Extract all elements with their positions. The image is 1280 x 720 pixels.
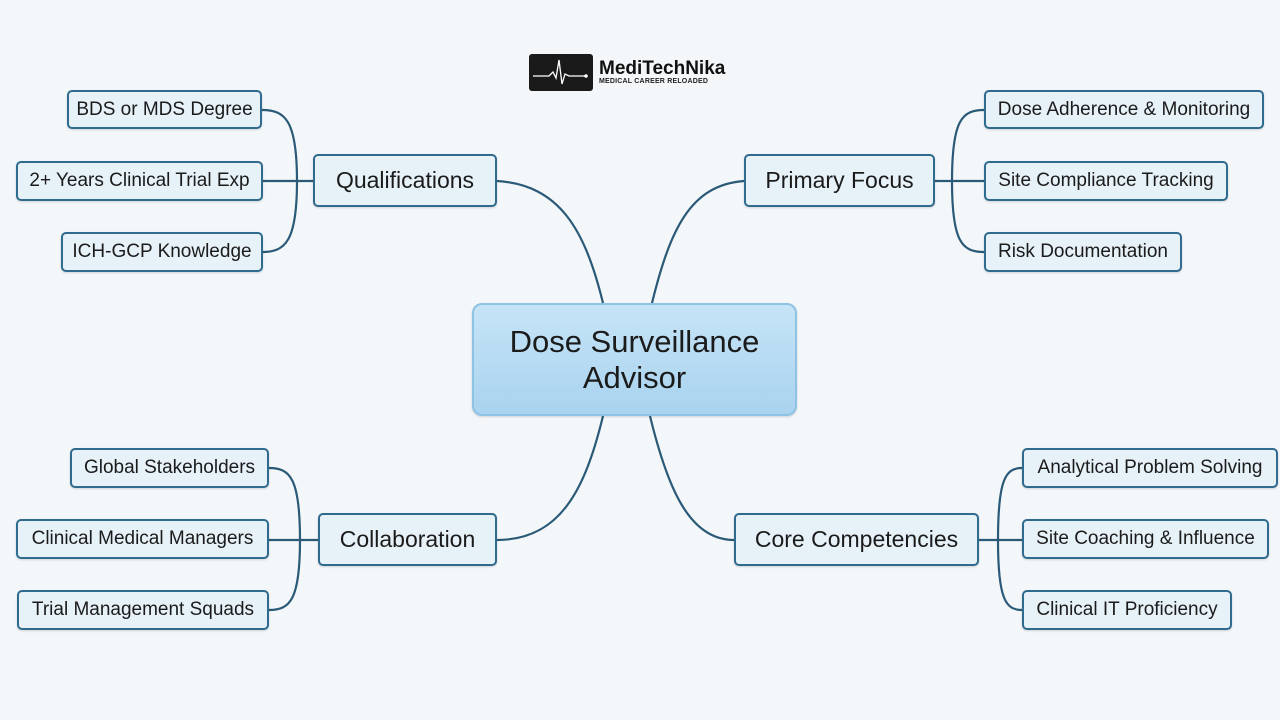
link-center-qualifications <box>496 179 605 304</box>
leaf-node: Risk Documentation <box>984 232 1182 272</box>
leaf-node: Clinical Medical Managers <box>16 519 269 559</box>
leaf-node: 2+ Years Clinical Trial Exp <box>16 161 263 201</box>
branch-core-competencies: Core Competencies <box>734 513 979 566</box>
link-center-collaboration <box>496 415 605 542</box>
center-line-2: Advisor <box>582 359 687 395</box>
link-primary-leaves <box>935 108 985 254</box>
leaf-node: Site Coaching & Influence <box>1022 519 1269 559</box>
leaf-node: Clinical IT Proficiency <box>1022 590 1232 630</box>
link-core-leaves <box>979 466 1023 612</box>
leaf-node: Analytical Problem Solving <box>1022 448 1278 488</box>
leaf-node: Site Compliance Tracking <box>984 161 1228 201</box>
center-line-1: Dose Surveillance <box>509 323 760 359</box>
branch-collaboration: Collaboration <box>318 513 497 566</box>
heartbeat-icon <box>529 54 593 91</box>
central-node: Dose Surveillance Advisor <box>472 303 797 416</box>
link-center-primary-focus <box>650 179 745 304</box>
logo-name: MediTechNika <box>599 58 726 79</box>
link-qualifications-leaves <box>261 108 313 254</box>
branch-primary-focus: Primary Focus <box>744 154 935 207</box>
logo-tagline: MEDICAL CAREER RELOADED <box>599 78 709 85</box>
leaf-node: Global Stakeholders <box>70 448 269 488</box>
branch-qualifications: Qualifications <box>313 154 497 207</box>
leaf-node: BDS or MDS Degree <box>67 90 262 129</box>
leaf-node: Trial Management Squads <box>17 590 269 630</box>
meditechnika-logo: MediTechNika MEDICAL CAREER RELOADED <box>529 54 725 91</box>
leaf-node: ICH-GCP Knowledge <box>61 232 263 272</box>
link-center-core-competencies <box>648 415 735 542</box>
leaf-node: Dose Adherence & Monitoring <box>984 90 1264 129</box>
link-collaboration-leaves <box>268 466 318 612</box>
